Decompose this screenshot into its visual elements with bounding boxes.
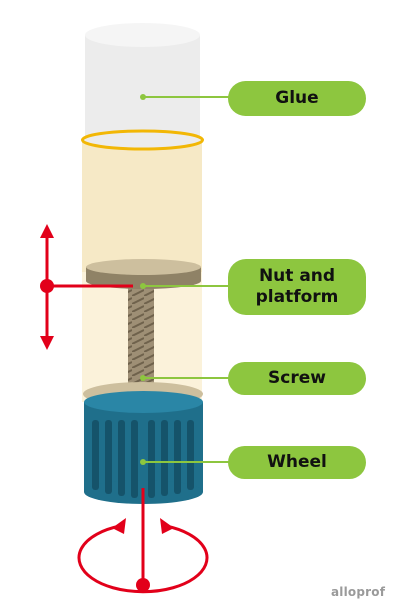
nut-platform-label-text: Nut and platform (255, 266, 339, 307)
screw-shaft (128, 282, 154, 392)
screw-label-text: Screw (268, 368, 326, 388)
vertical-motion-arrow (40, 224, 133, 350)
wheel-grooves (92, 420, 194, 498)
nut-platform-top (86, 259, 201, 275)
wheel-body (84, 402, 203, 492)
glue-stick (85, 35, 200, 143)
glue-top (85, 23, 200, 47)
wheel-label: Wheel (228, 446, 366, 479)
tube-upper (82, 140, 202, 272)
rotation-arrow (77, 488, 209, 594)
screw-label: Screw (228, 362, 366, 395)
wheel-top (84, 391, 203, 413)
alloprof-watermark: alloprof (331, 585, 386, 599)
glue-label-text: Glue (275, 88, 319, 108)
wheel-label-text: Wheel (267, 452, 327, 472)
glue-bottom-edge (82, 131, 203, 149)
gold-ring (81, 129, 204, 151)
leader-lines (140, 94, 230, 465)
nut-platform-label: Nut and platform (228, 259, 366, 315)
glue-label: Glue (228, 81, 366, 116)
